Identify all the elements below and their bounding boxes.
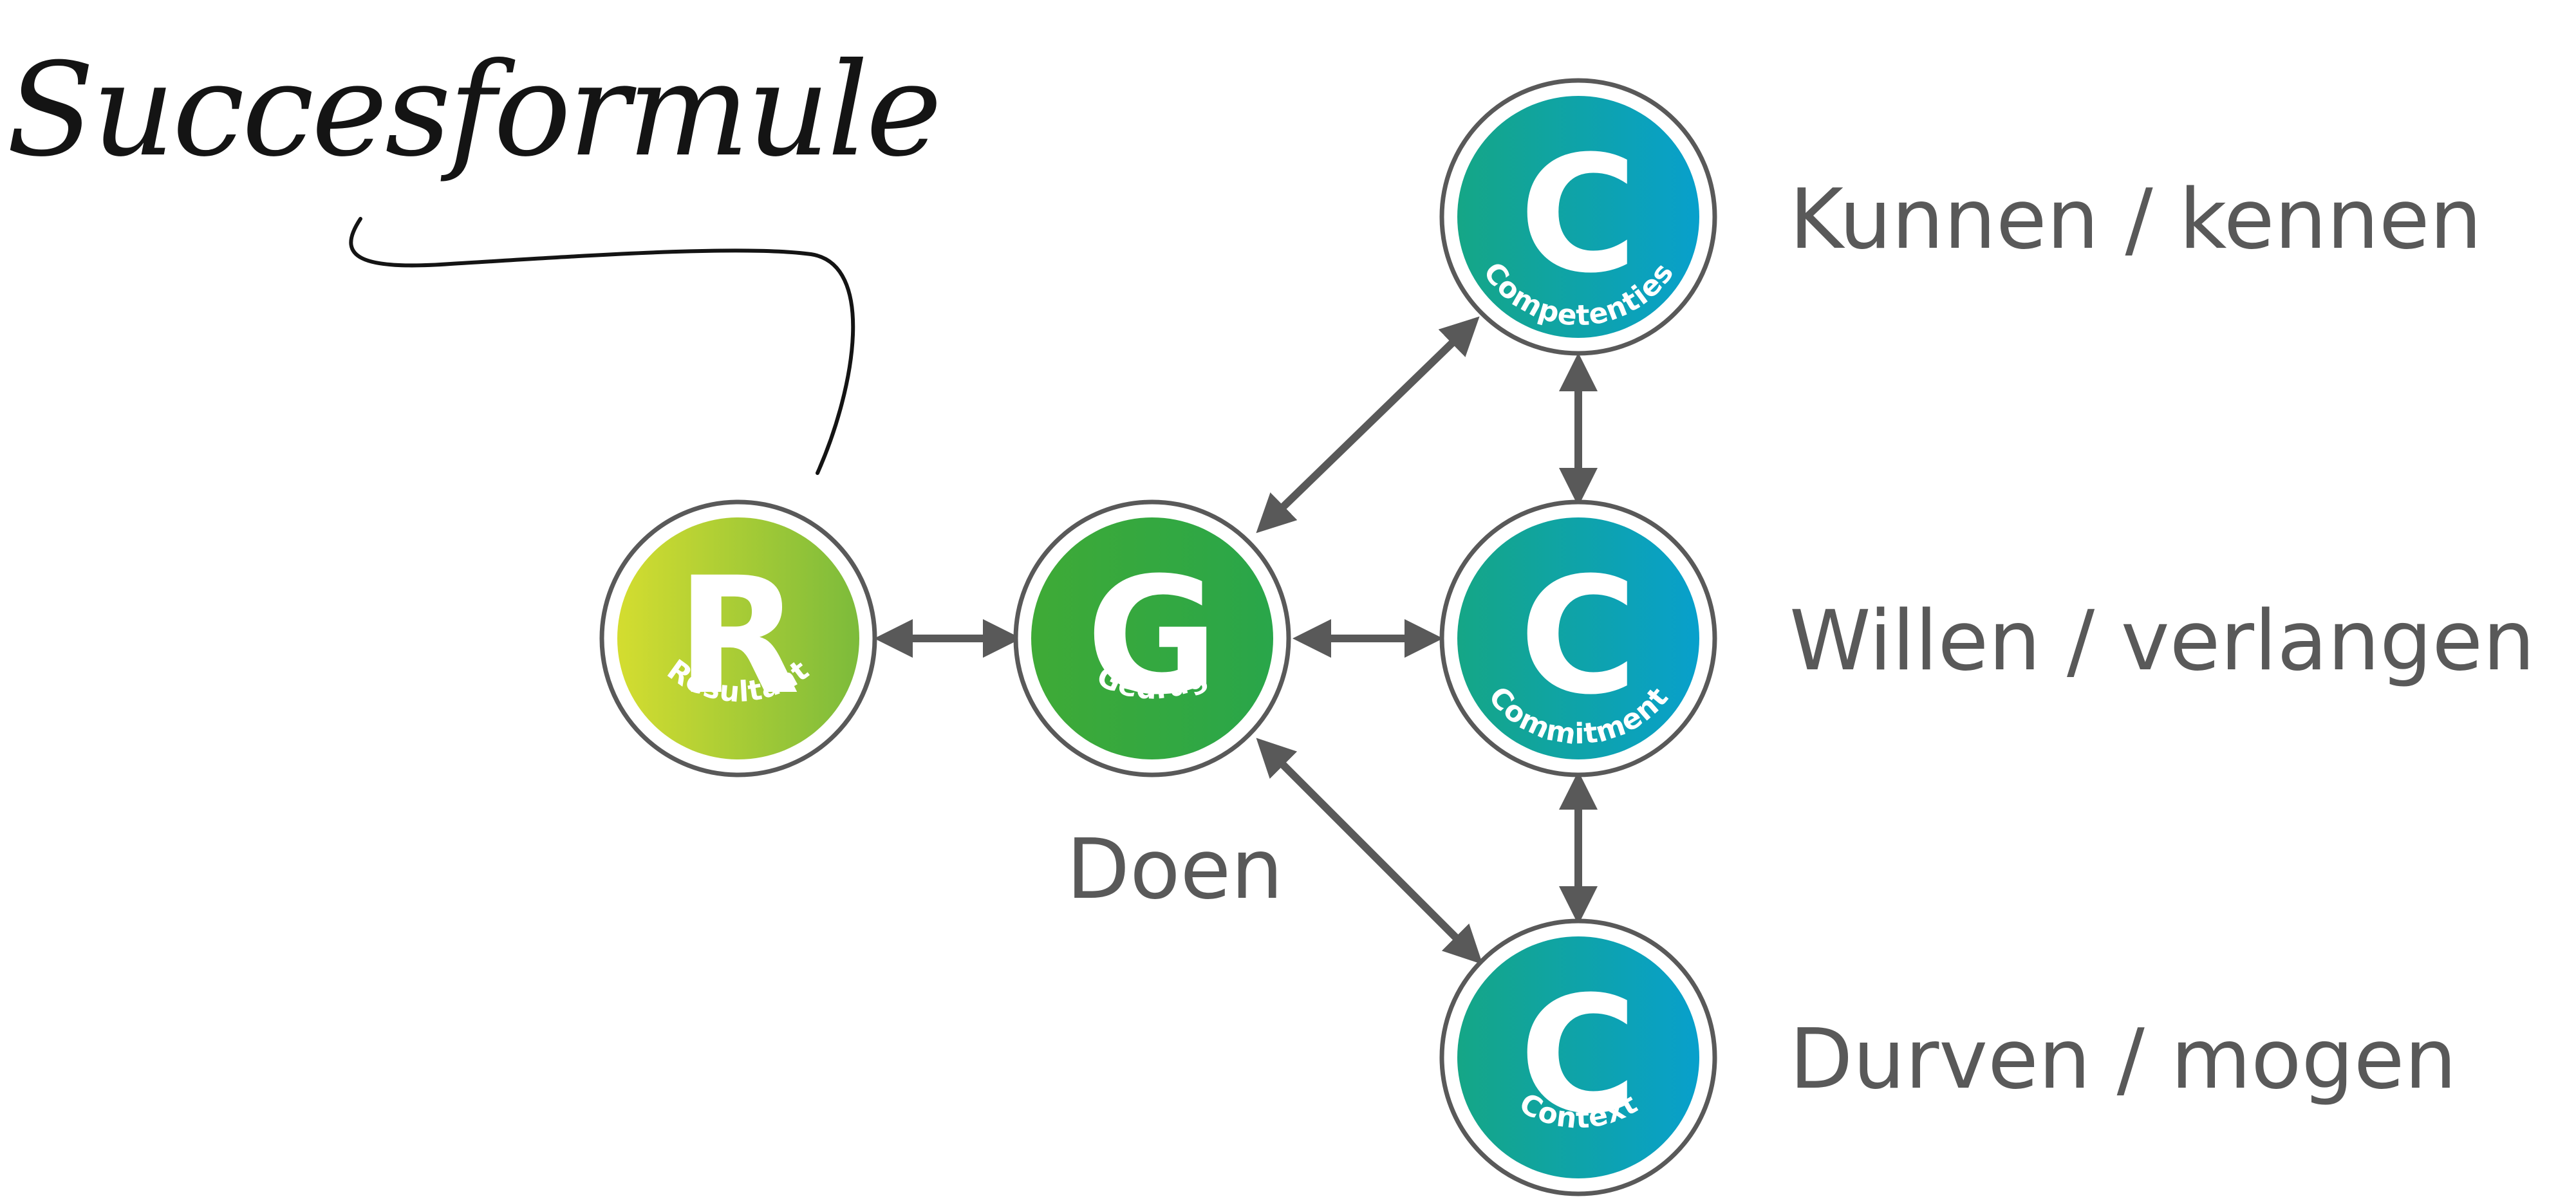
competenties-caption: Kunnen / kennen [1789, 172, 2482, 268]
node-context-letter: C [1519, 962, 1637, 1149]
commitment-caption: Willen / verlangen [1789, 593, 2535, 689]
handdrawn-connector [349, 217, 855, 475]
node-competenties: C Competenties [1439, 78, 1717, 356]
arrow-gedrag-competenties [1256, 316, 1480, 534]
node-context: C Context [1439, 918, 1717, 1196]
node-gedrag: G Gedrag [1013, 499, 1291, 777]
node-commitment: C Commitment [1439, 499, 1717, 777]
arrows [874, 316, 1598, 965]
node-commitment-letter: C [1519, 543, 1637, 730]
context-caption: Durven / mogen [1789, 1012, 2457, 1108]
node-resultaat: R Resultaat [599, 499, 877, 777]
node-resultaat-letter: R [677, 543, 801, 730]
node-gedrag-letter: G [1086, 543, 1218, 730]
arrow-gedrag-context [1256, 738, 1483, 965]
node-competenties-letter: C [1519, 121, 1637, 308]
gedrag-caption: Doen [1067, 822, 1283, 918]
succesformule-title: Succesformule [6, 35, 940, 185]
